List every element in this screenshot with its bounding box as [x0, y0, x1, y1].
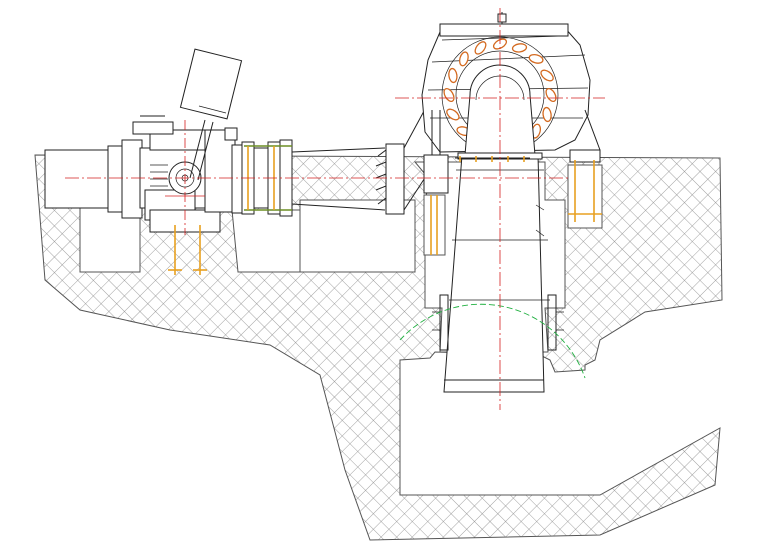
guide-vane — [474, 41, 487, 55]
inlet-pipe — [44, 145, 123, 213]
center-lines — [65, 8, 605, 410]
valve-cap — [224, 127, 238, 141]
guide-vane — [511, 43, 528, 53]
inlet-pit-right — [231, 209, 301, 273]
anchor-bolts — [168, 146, 602, 275]
draft-tube — [443, 152, 550, 393]
anchor-pocket-right — [567, 164, 603, 229]
inlet-flange — [107, 145, 123, 213]
guide-vane — [446, 108, 460, 121]
reference-arc — [399, 303, 586, 379]
expansion-pit — [299, 199, 416, 273]
guide-vane — [542, 106, 552, 123]
support-rods — [423, 109, 601, 194]
actuator-cylinder — [179, 48, 243, 120]
spiral-case-top — [439, 23, 569, 37]
support-block-left — [423, 154, 449, 194]
guide-vane — [448, 67, 458, 84]
guide-vane — [528, 53, 544, 64]
guide-vanes — [443, 38, 557, 139]
support-block-right — [569, 149, 601, 163]
anchor-pocket-left — [423, 194, 446, 256]
guide-vane — [540, 69, 554, 82]
guide-vane — [458, 51, 469, 67]
valve-actuator — [179, 48, 243, 181]
connecting-pipe — [291, 147, 386, 211]
draft-tube-liners — [432, 204, 564, 351]
